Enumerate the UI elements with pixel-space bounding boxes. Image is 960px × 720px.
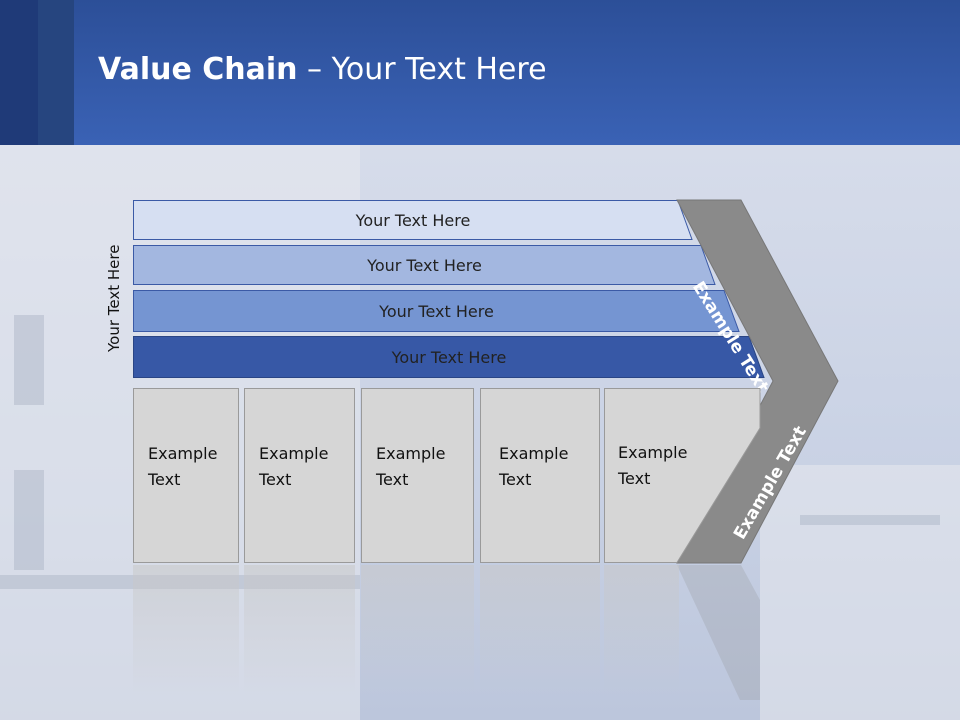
bar-1[interactable]: Your Text Here bbox=[133, 200, 693, 240]
box-reflection bbox=[604, 565, 679, 695]
box-5-shape bbox=[604, 388, 761, 563]
bar-2-label: Your Text Here bbox=[367, 255, 482, 275]
bar-4[interactable]: Your Text Here bbox=[133, 336, 765, 378]
header-stripe bbox=[38, 0, 74, 145]
bar-1-label: Your Text Here bbox=[355, 210, 471, 230]
balcony bbox=[800, 515, 940, 525]
box-3-line1: Example bbox=[376, 444, 446, 463]
box-reflection bbox=[133, 565, 239, 695]
bar-4-label: Your Text Here bbox=[391, 347, 507, 367]
bar-2[interactable]: Your Text Here bbox=[133, 245, 716, 285]
box-1-line2: Text bbox=[148, 470, 181, 489]
box-5-line2: Text bbox=[618, 469, 651, 488]
bar-3-label: Your Text Here bbox=[379, 301, 494, 321]
side-label[interactable]: Your Text Here bbox=[105, 244, 123, 352]
slide-title[interactable]: Value Chain – Your Text Here bbox=[98, 52, 547, 87]
box-4-line2: Text bbox=[499, 470, 532, 489]
header: Value Chain – Your Text Here bbox=[0, 0, 960, 145]
title-bold: Value Chain bbox=[98, 52, 298, 87]
building-right bbox=[760, 465, 960, 720]
box-2-line2: Text bbox=[259, 470, 292, 489]
box-reflection bbox=[244, 565, 355, 695]
box-2-line1: Example bbox=[259, 444, 329, 463]
title-rest: – Your Text Here bbox=[297, 52, 547, 87]
box-3-line2: Text bbox=[376, 470, 409, 489]
box-reflection bbox=[361, 565, 474, 695]
box-4-line1: Example bbox=[499, 444, 569, 463]
window bbox=[14, 470, 44, 570]
window bbox=[14, 315, 44, 405]
box-5-line1: Example bbox=[618, 443, 688, 462]
header-stripe bbox=[0, 0, 38, 145]
box-reflection bbox=[480, 565, 600, 695]
box-1-line1: Example bbox=[148, 444, 218, 463]
bar-3[interactable]: Your Text Here bbox=[133, 290, 740, 332]
